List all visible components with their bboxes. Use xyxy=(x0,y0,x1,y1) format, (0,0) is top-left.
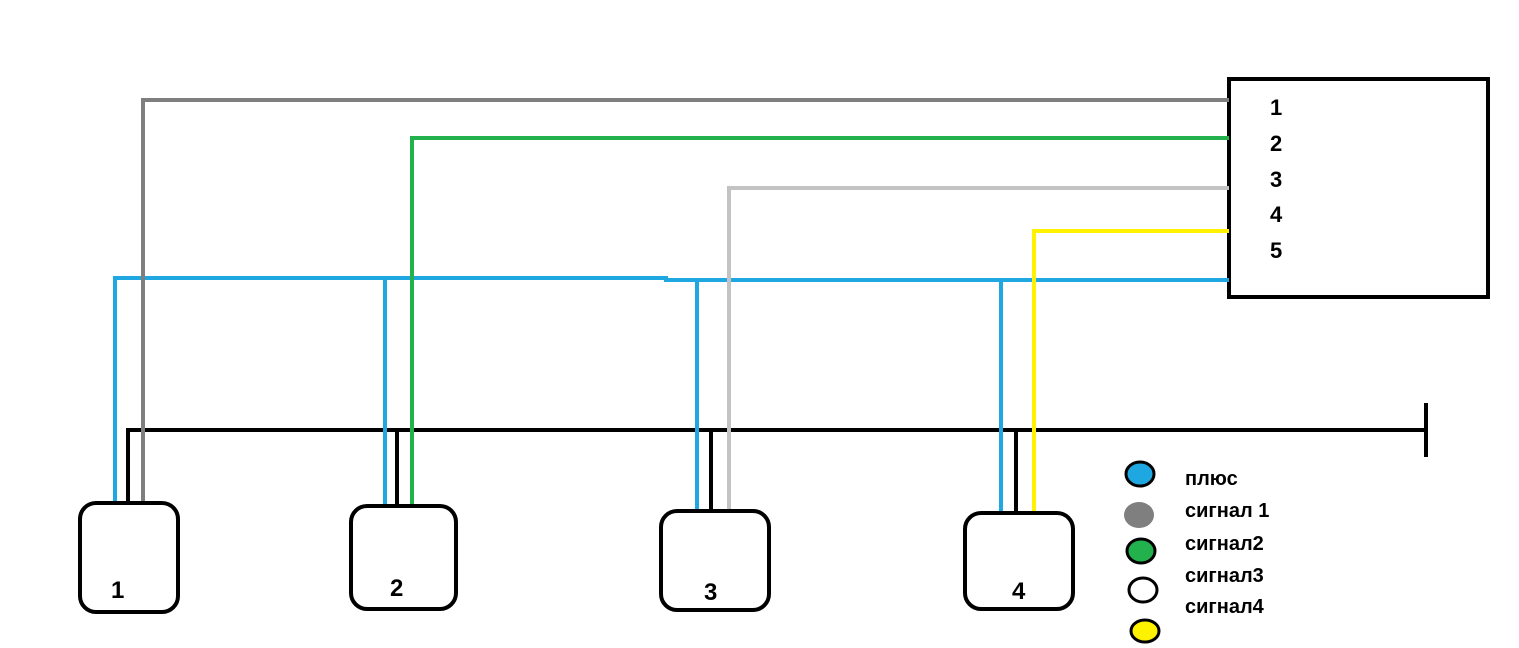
signal3-wire xyxy=(727,186,1229,511)
sensor-3-box xyxy=(659,509,771,612)
ground-bus xyxy=(126,403,1428,513)
sensor-2: 2 xyxy=(349,504,458,611)
legend-label-signal1: сигнал 1 xyxy=(1185,500,1269,522)
sensor-1-label: 1 xyxy=(111,577,124,604)
legend-label-signal3: сигнал3 xyxy=(1185,565,1264,587)
signal1-wire xyxy=(141,98,1229,503)
legend-marker-signal3 xyxy=(1127,576,1159,604)
sensor-3-label: 3 xyxy=(704,579,717,606)
legend-marker-signal1 xyxy=(1124,502,1154,528)
sensor-4: 4 xyxy=(963,511,1075,611)
plus-wires xyxy=(113,276,1229,513)
sensor-4-label: 4 xyxy=(1012,578,1026,605)
sensor-2-box xyxy=(349,504,458,611)
controller-pin-4: 4 xyxy=(1270,202,1283,227)
sensor-1-box xyxy=(78,501,180,614)
legend-label-signal4: сигнал4 xyxy=(1185,596,1265,618)
controller-pin-5: 5 xyxy=(1270,238,1282,263)
sensor-2-label: 2 xyxy=(390,575,403,602)
legend: плюс сигнал 1 сигнал2 сигнал3 сигнал4 xyxy=(1124,460,1269,644)
signal2-wire xyxy=(410,136,1229,507)
controller-pin-3: 3 xyxy=(1270,167,1282,192)
sensor-4-box xyxy=(963,511,1075,611)
controller-box xyxy=(1227,77,1490,299)
legend-label-plus: плюс xyxy=(1185,468,1238,490)
legend-label-signal2: сигнал2 xyxy=(1185,533,1264,555)
ground-bus-line xyxy=(126,428,1426,505)
controller-pin-1: 1 xyxy=(1270,95,1282,120)
sensor-3: 3 xyxy=(659,509,771,612)
legend-marker-plus xyxy=(1124,460,1156,488)
legend-marker-signal4 xyxy=(1129,618,1161,644)
sensor-1: 1 xyxy=(78,501,180,614)
legend-marker-signal2 xyxy=(1125,537,1157,565)
signal4-wire xyxy=(1032,229,1229,513)
plus-bus xyxy=(113,276,1229,503)
controller-pin-2: 2 xyxy=(1270,131,1282,156)
